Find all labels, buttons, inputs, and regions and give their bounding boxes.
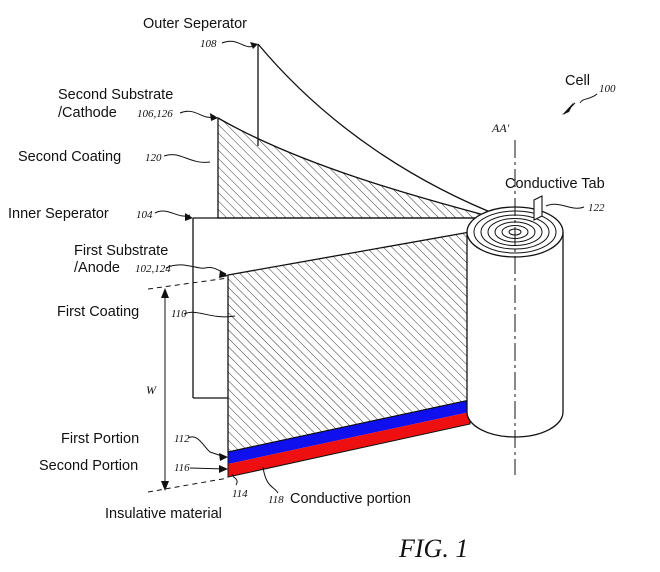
- figure-caption: FIG. 1: [398, 534, 468, 563]
- outer-separator-label: Outer Seperator: [143, 16, 247, 32]
- second-coating-label: Second Coating: [18, 149, 121, 165]
- insulative-material-ref: 114: [232, 488, 248, 500]
- conductive-portion-ref: 118: [268, 494, 284, 506]
- cell-ref: 100: [599, 83, 616, 95]
- conductive-portion-label: Conductive portion: [290, 491, 411, 507]
- inner-separator-label: Inner Seperator: [8, 206, 109, 222]
- first-portion-ref: 112: [174, 433, 190, 445]
- leader-lines: [154, 40, 598, 494]
- conductive-tab-ref: 122: [588, 202, 605, 214]
- second-coating-ref: 120: [145, 152, 162, 164]
- first-substrate-label-2: /Anode: [74, 260, 120, 276]
- cell-label: Cell: [565, 73, 590, 89]
- first-portion-label: First Portion: [61, 431, 139, 447]
- axis-label: AA': [491, 121, 510, 135]
- inner-separator-ref: 104: [136, 209, 153, 221]
- conductive-tab-label: Conductive Tab: [505, 176, 605, 192]
- second-coating-sheet: [217, 116, 496, 219]
- stripe-edge: [227, 399, 471, 478]
- first-coating-ref: 110: [171, 308, 187, 320]
- second-substrate-label-1: Second Substrate: [58, 87, 173, 103]
- outer-separator-ref: 108: [200, 38, 217, 50]
- second-portion-label: Second Portion: [39, 458, 138, 474]
- width-label: W: [146, 383, 157, 397]
- first-substrate-ref: 102,124: [135, 263, 171, 275]
- outer-separator-sheet: [257, 43, 506, 219]
- second-portion-stripe: [228, 412, 470, 477]
- width-dimension: [147, 277, 229, 493]
- first-coating-label: First Coating: [57, 304, 139, 320]
- first-portion-stripe: [228, 400, 470, 464]
- insulative-material-label: Insulative material: [105, 506, 222, 522]
- second-portion-ref: 116: [174, 462, 190, 474]
- second-substrate-label-2: /Cathode: [58, 105, 117, 121]
- first-substrate-label-1: First Substrate: [74, 243, 168, 259]
- second-substrate-ref: 106,126: [137, 108, 173, 120]
